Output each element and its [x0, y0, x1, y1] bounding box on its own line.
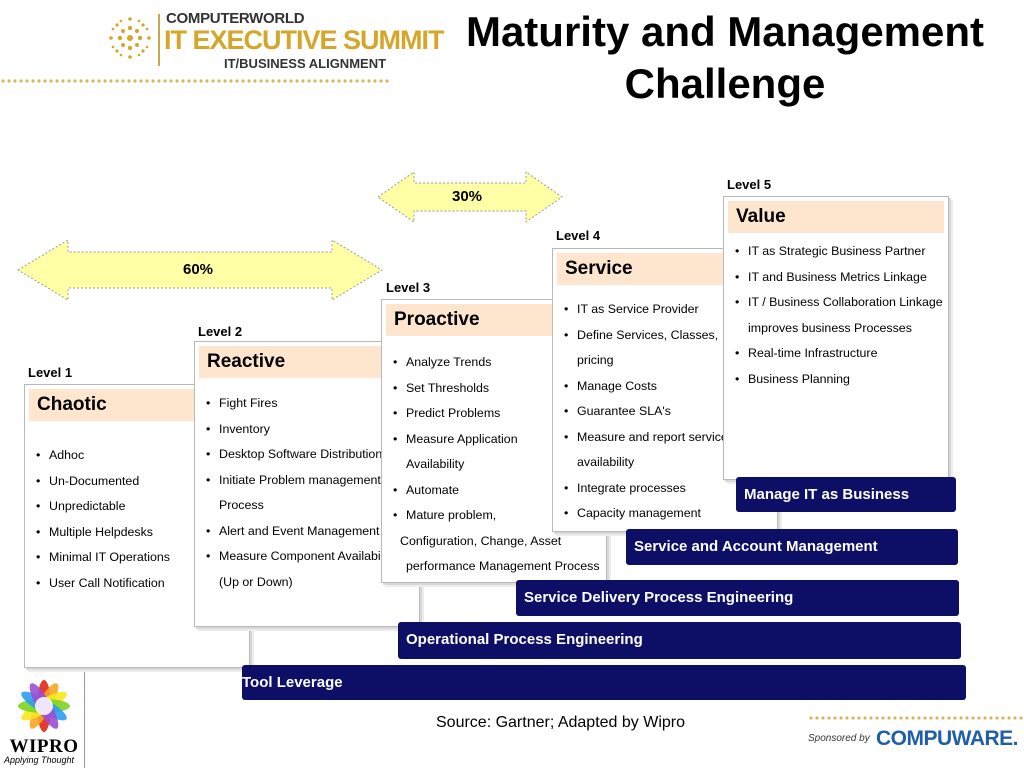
- percent-label-60: 60%: [183, 261, 214, 278]
- list-item: Measure Application: [392, 427, 600, 453]
- level-5-heading: Value: [728, 201, 944, 233]
- list-item: Manage Costs: [563, 374, 728, 400]
- wipro-tagline: Applying Thought: [4, 755, 75, 765]
- list-item: Minimal IT Operations: [35, 545, 170, 571]
- wipro-flower-icon: [18, 680, 70, 732]
- bar-manage-it-as-business: Manage IT as Business: [736, 477, 956, 512]
- list-item: Process: [219, 498, 264, 512]
- wipro-logo-text: WIPRO: [9, 736, 79, 757]
- list-item: Mature problem,: [392, 503, 600, 529]
- list-item: IT and Business Metrics Linkage: [734, 265, 943, 291]
- list-item: Integrate processes: [563, 476, 728, 502]
- list-item: Measure and report service: [563, 425, 728, 451]
- percent-label-30: 30%: [452, 188, 483, 205]
- list-item: Un-Documented: [35, 469, 170, 495]
- title-line-2: Challenge: [624, 60, 826, 107]
- bar-operational-process-engineering: Operational Process Engineering: [398, 622, 961, 659]
- level-1-bullets: Adhoc Un-Documented Unpredictable Multip…: [35, 443, 170, 596]
- level-2-heading: Reactive: [199, 346, 415, 378]
- summit-subtitle: IT/BUSINESS ALIGNMENT: [224, 56, 387, 71]
- summit-name: IT EXECUTIVE SUMMIT: [164, 25, 445, 55]
- list-item: Fight Fires: [205, 391, 396, 417]
- list-item: IT as Service Provider: [563, 297, 728, 323]
- list-item: Measure Component Availability: [205, 544, 396, 570]
- level-5-bullets: IT as Strategic Business Partner IT and …: [734, 239, 943, 392]
- bar-tool-leverage: Tool Leverage: [242, 665, 966, 700]
- list-item: pricing: [577, 353, 614, 367]
- list-item: Real-time Infrastructure: [734, 341, 943, 367]
- list-item: Capacity management: [563, 501, 728, 527]
- level-3-bullets: Analyze Trends Set Thresholds Predict Pr…: [392, 350, 600, 580]
- list-item: (Up or Down): [219, 574, 293, 589]
- bar-service-delivery-process-engineering: Service Delivery Process Engineering: [516, 580, 959, 616]
- slide-title: Maturity and Management Challenge: [430, 6, 1020, 110]
- level-2-bullets: Fight Fires Inventory Desktop Software D…: [205, 391, 396, 595]
- list-item: Predict Problems: [392, 401, 600, 427]
- source-caption: Source: Gartner; Adapted by Wipro: [436, 714, 686, 731]
- list-item: improves business Processes: [748, 320, 912, 335]
- list-item: IT / Business Collaboration Linkage: [734, 290, 943, 316]
- sun-logo-icon: [109, 17, 151, 59]
- list-item: Define Services, Classes,: [563, 323, 728, 349]
- list-item: Set Thresholds: [392, 376, 600, 402]
- level-3-label: Level 3: [386, 280, 431, 295]
- list-item: Alert and Event Management: [205, 519, 396, 545]
- level-5-label: Level 5: [727, 177, 772, 192]
- compuware-logo: COMPUWARE.: [876, 727, 1019, 750]
- list-item: Unpredictable: [35, 494, 170, 520]
- level-5-box: Value IT as Strategic Business Partner I…: [723, 196, 949, 480]
- list-item: IT as Strategic Business Partner: [734, 239, 943, 265]
- dotted-divider-top: [0, 79, 390, 83]
- list-item: Guarantee SLA's: [563, 399, 728, 425]
- list-item: performance Management Process: [406, 559, 600, 573]
- list-item: Analyze Trends: [392, 350, 600, 376]
- list-item: Desktop Software Distribution: [205, 442, 396, 468]
- level-4-label: Level 4: [556, 228, 601, 243]
- list-item: availability: [577, 455, 635, 469]
- arrow-60-percent: [17, 239, 383, 301]
- list-item: User Call Notification: [35, 571, 170, 597]
- sponsored-by-label: Sponsored by: [808, 733, 870, 744]
- list-item: Automate: [392, 478, 600, 504]
- arrow-30-percent: [377, 171, 563, 223]
- title-line-1: Maturity and Management: [465, 8, 985, 55]
- list-item: Business Planning: [734, 367, 943, 393]
- list-item: Availability: [406, 457, 465, 471]
- level-1-label: Level 1: [28, 365, 73, 380]
- computerworld-logo: COMPUTERWORLD IT EXECUTIVE SUMMIT IT/BUS…: [106, 8, 445, 74]
- bar-service-and-account-management: Service and Account Management: [626, 529, 958, 565]
- list-item: Initiate Problem management: [205, 468, 396, 494]
- list-item: Configuration, Change, Asset: [400, 533, 562, 548]
- list-item: Adhoc: [35, 443, 170, 469]
- level-4-bullets: IT as Service Provider Define Services, …: [563, 297, 728, 527]
- logo-divider: [158, 14, 160, 66]
- list-item: Inventory: [205, 417, 396, 443]
- level-2-label: Level 2: [198, 324, 243, 339]
- dotted-divider-bottom: [808, 716, 1024, 720]
- list-item: Multiple Helpdesks: [35, 520, 170, 546]
- brand-name: COMPUTERWORLD: [166, 10, 305, 27]
- wipro-divider: [84, 672, 85, 768]
